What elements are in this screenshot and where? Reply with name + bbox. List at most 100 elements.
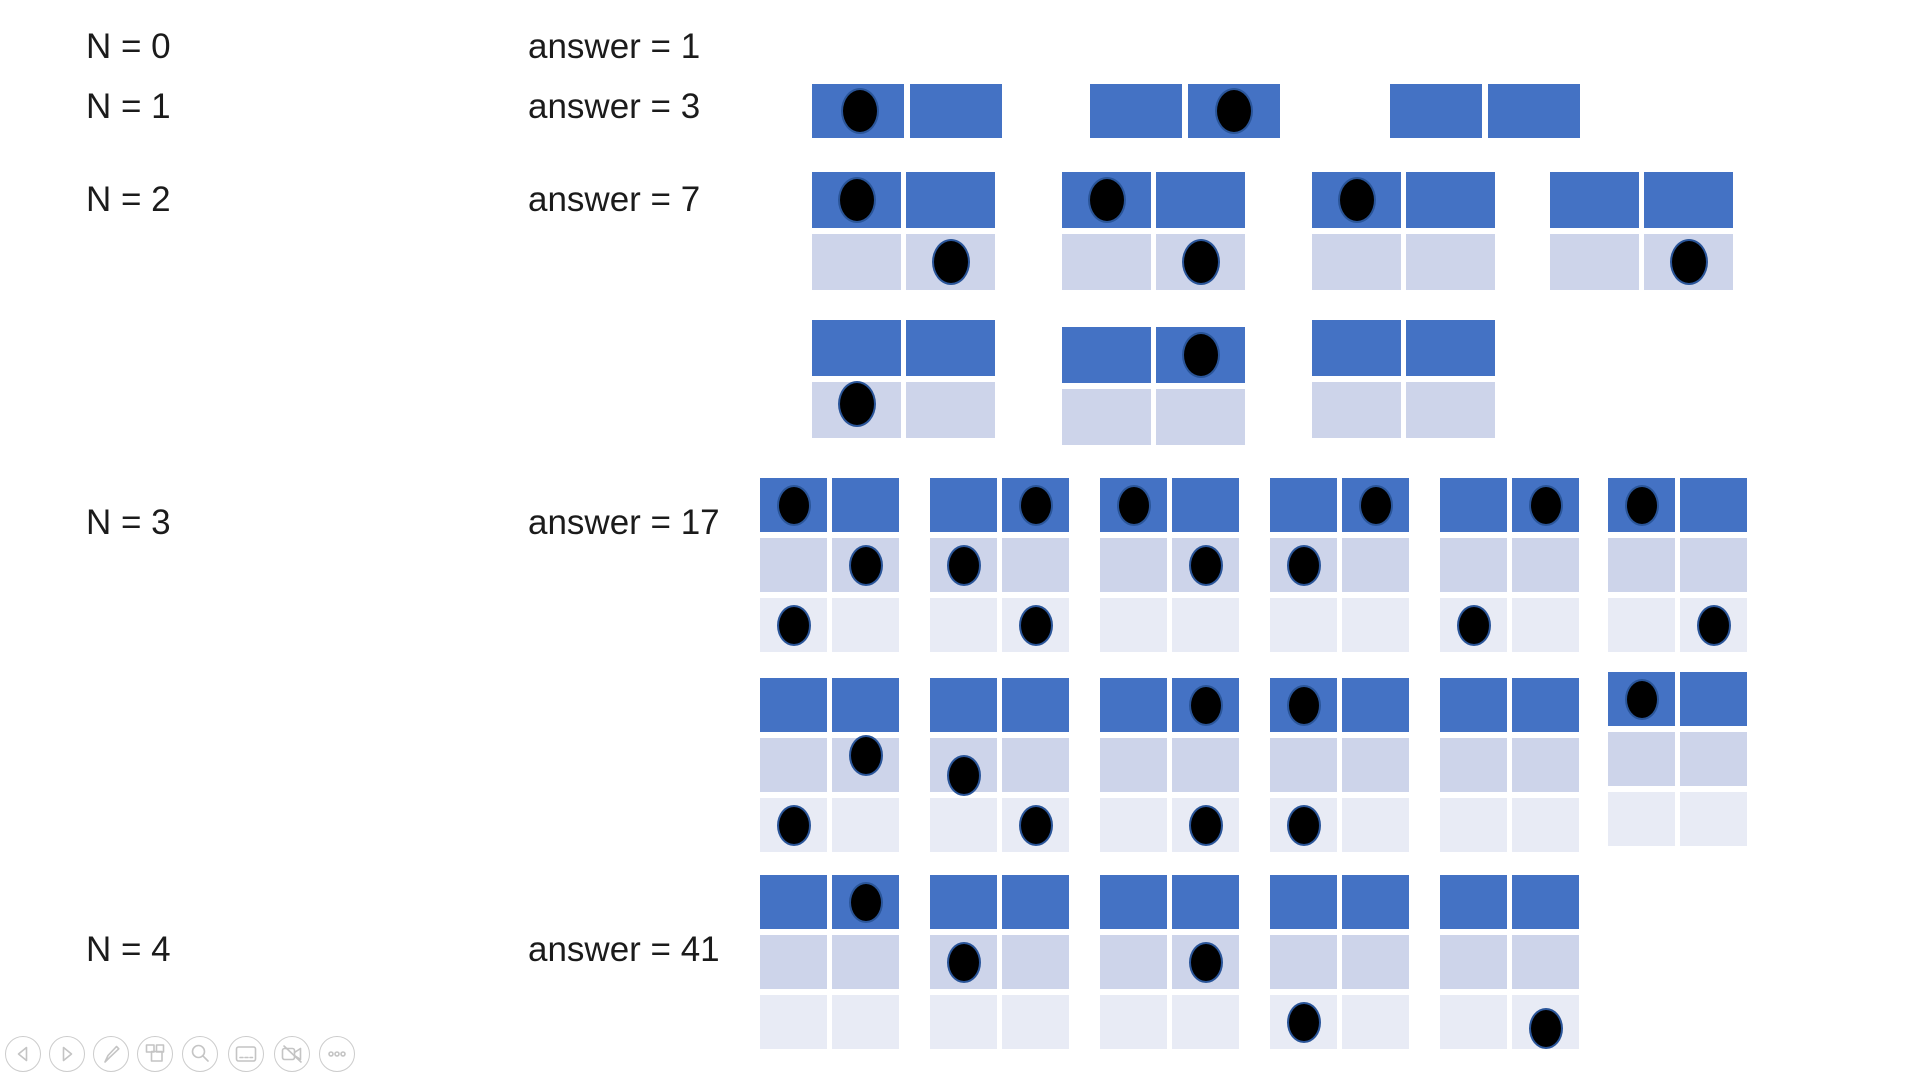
grid-cell xyxy=(1440,875,1507,929)
grid-cell xyxy=(1342,538,1409,592)
see-all-slides-button[interactable] xyxy=(137,1036,173,1072)
grid-cell xyxy=(1002,995,1069,1049)
grid-cell xyxy=(906,172,995,228)
grid-cell xyxy=(1342,875,1409,929)
grid-cell xyxy=(1680,538,1747,592)
dot xyxy=(1087,177,1126,223)
config-grid xyxy=(812,320,995,438)
dot xyxy=(776,804,811,846)
answer-label-2: answer = 7 xyxy=(528,180,701,219)
config-grid xyxy=(1440,678,1579,852)
config-grid xyxy=(1062,172,1245,290)
grid-cell xyxy=(1390,84,1482,138)
grid-cell xyxy=(1512,538,1579,592)
grid-cell xyxy=(1440,478,1507,532)
grid-cell xyxy=(1172,875,1239,929)
grid-cell xyxy=(1270,935,1337,989)
zoom-magnifier-button[interactable] xyxy=(182,1036,218,1072)
grid-cell xyxy=(760,995,827,1049)
grid-cell xyxy=(1002,875,1069,929)
grid-cell xyxy=(832,678,899,732)
dot xyxy=(1624,678,1659,720)
grid-cell xyxy=(1512,678,1579,732)
dot xyxy=(1116,484,1151,526)
grid-cell xyxy=(1644,172,1733,228)
grid-cell xyxy=(1100,598,1167,652)
config-grid xyxy=(1100,678,1239,852)
pen-button[interactable] xyxy=(93,1036,129,1072)
dot xyxy=(1669,239,1708,285)
grid-cell xyxy=(1608,792,1675,846)
grid-cell xyxy=(1062,234,1151,290)
dot xyxy=(1215,88,1253,134)
grid-cell xyxy=(1002,935,1069,989)
dot xyxy=(776,484,811,526)
grid-cell xyxy=(1680,732,1747,786)
grid-cell xyxy=(1440,935,1507,989)
config-grid xyxy=(760,875,899,1049)
grid-cell xyxy=(1440,738,1507,792)
more-options-button[interactable] xyxy=(319,1036,355,1072)
answer-label-3: answer = 17 xyxy=(528,503,720,542)
answer-label-1: answer = 3 xyxy=(528,87,701,126)
grid-cell xyxy=(1100,875,1167,929)
dot xyxy=(776,604,811,646)
grid-cell xyxy=(832,478,899,532)
captions-button[interactable] xyxy=(228,1036,264,1072)
more-options-icon xyxy=(328,1051,346,1057)
config-grid xyxy=(930,678,1069,852)
config-grid xyxy=(1270,678,1409,852)
config-grid xyxy=(1100,875,1239,1049)
dot xyxy=(1018,604,1053,646)
config-grid xyxy=(1550,172,1733,290)
grid-cell xyxy=(1406,234,1495,290)
dot xyxy=(1188,544,1223,586)
next-slide-button[interactable] xyxy=(49,1036,85,1072)
grid-cell xyxy=(1100,995,1167,1049)
dot xyxy=(1188,941,1223,983)
config-grid xyxy=(930,875,1069,1049)
grid-cell xyxy=(1100,678,1167,732)
grid-cell xyxy=(1550,172,1639,228)
config-grid xyxy=(1312,320,1495,438)
grid-cell xyxy=(760,935,827,989)
grid-cell xyxy=(1680,792,1747,846)
config-grid xyxy=(930,478,1069,652)
dot xyxy=(1624,484,1659,526)
dot xyxy=(1181,332,1220,378)
next-slide-icon xyxy=(62,1046,73,1062)
grid-cell xyxy=(1342,995,1409,1049)
answer-label-0: answer = 1 xyxy=(528,27,701,66)
dot xyxy=(841,88,879,134)
config-grid xyxy=(1062,327,1245,445)
dot xyxy=(1456,604,1491,646)
dot xyxy=(848,881,883,923)
grid-cell xyxy=(906,382,995,438)
n-label-3: N = 3 xyxy=(86,503,171,542)
config-grid xyxy=(760,478,899,652)
grid-cell xyxy=(1062,389,1151,445)
grid-cell xyxy=(1100,538,1167,592)
slideshow-toolbar xyxy=(0,1032,380,1078)
grid-cell xyxy=(812,320,901,376)
dot xyxy=(946,754,981,796)
pen-icon xyxy=(104,1045,120,1063)
previous-slide-button[interactable] xyxy=(5,1036,41,1072)
grid-cell xyxy=(1172,478,1239,532)
n-label-0: N = 0 xyxy=(86,27,171,66)
answer-label-4: answer = 41 xyxy=(528,930,720,969)
dot xyxy=(946,544,981,586)
config-grid xyxy=(1090,84,1280,138)
grid-cell xyxy=(930,875,997,929)
config-grid xyxy=(1608,672,1747,846)
grid-cell xyxy=(1100,798,1167,852)
n-label-1: N = 1 xyxy=(86,87,171,126)
camera-off-button[interactable] xyxy=(274,1036,310,1072)
config-grid xyxy=(1100,478,1239,652)
grid-cell xyxy=(1608,598,1675,652)
config-grid xyxy=(760,678,899,852)
dot xyxy=(946,941,981,983)
dot xyxy=(1188,804,1223,846)
grid-cell xyxy=(930,478,997,532)
